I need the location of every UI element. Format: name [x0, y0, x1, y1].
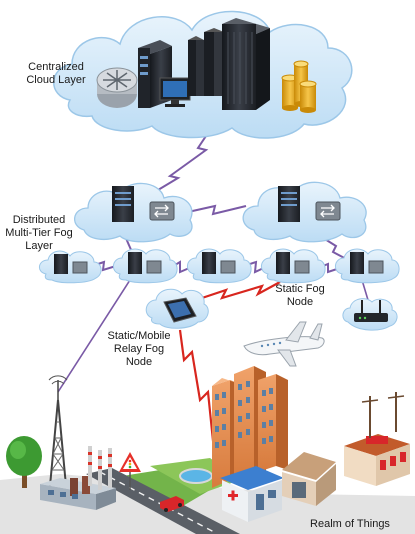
radio-tower-icon	[48, 375, 68, 487]
fog-node-cloud-2	[113, 248, 178, 284]
traffic-sign-icon	[119, 452, 141, 490]
warehouse-icon	[282, 452, 336, 506]
switch-icon	[315, 201, 341, 221]
car-icon	[160, 496, 184, 512]
fire-station-icon	[344, 392, 410, 486]
fog-node-cloud-1	[39, 250, 102, 284]
fog-wifi-link	[361, 279, 369, 301]
fog-node-cloud-5	[335, 248, 400, 284]
relay-ground-link	[178, 329, 218, 471]
fog-node-cloud-3	[187, 248, 252, 284]
router-icon	[96, 67, 138, 108]
wifi-router-icon	[342, 298, 398, 331]
realm-of-things-label: Realm of Things	[310, 518, 390, 530]
cloud-fog-link	[147, 129, 211, 197]
relay-fog-node-label: Static/Mobile Relay Fog Node	[107, 330, 171, 368]
fog-tower-link	[57, 279, 131, 393]
fog-layer-label: Distributed Multi-Tier Fog Layer	[5, 214, 73, 252]
fog-node-cloud-4	[261, 248, 326, 284]
hospital-icon	[220, 466, 284, 522]
server-icon	[112, 186, 134, 222]
monitor-icon	[159, 77, 191, 107]
fog-right-down-link	[319, 235, 353, 263]
switch-icon	[149, 201, 175, 221]
cloud-layer-label: Centralized Cloud Layer	[26, 61, 86, 86]
office-tower-icon	[212, 366, 288, 488]
relay-fog-link	[195, 281, 281, 302]
static-fog-node-label: Static Fog Node	[275, 283, 325, 308]
server-rack-icon	[188, 18, 270, 110]
fog-peer-link	[187, 204, 247, 216]
fog-cloud-upper-right	[242, 181, 367, 243]
tree-icon	[6, 436, 42, 488]
coin-stack-icon	[281, 60, 317, 113]
server-icon	[278, 186, 300, 222]
smartphone-icon	[163, 297, 197, 323]
pond	[179, 468, 213, 484]
airplane-icon	[243, 321, 325, 367]
factory-icon	[40, 446, 116, 510]
